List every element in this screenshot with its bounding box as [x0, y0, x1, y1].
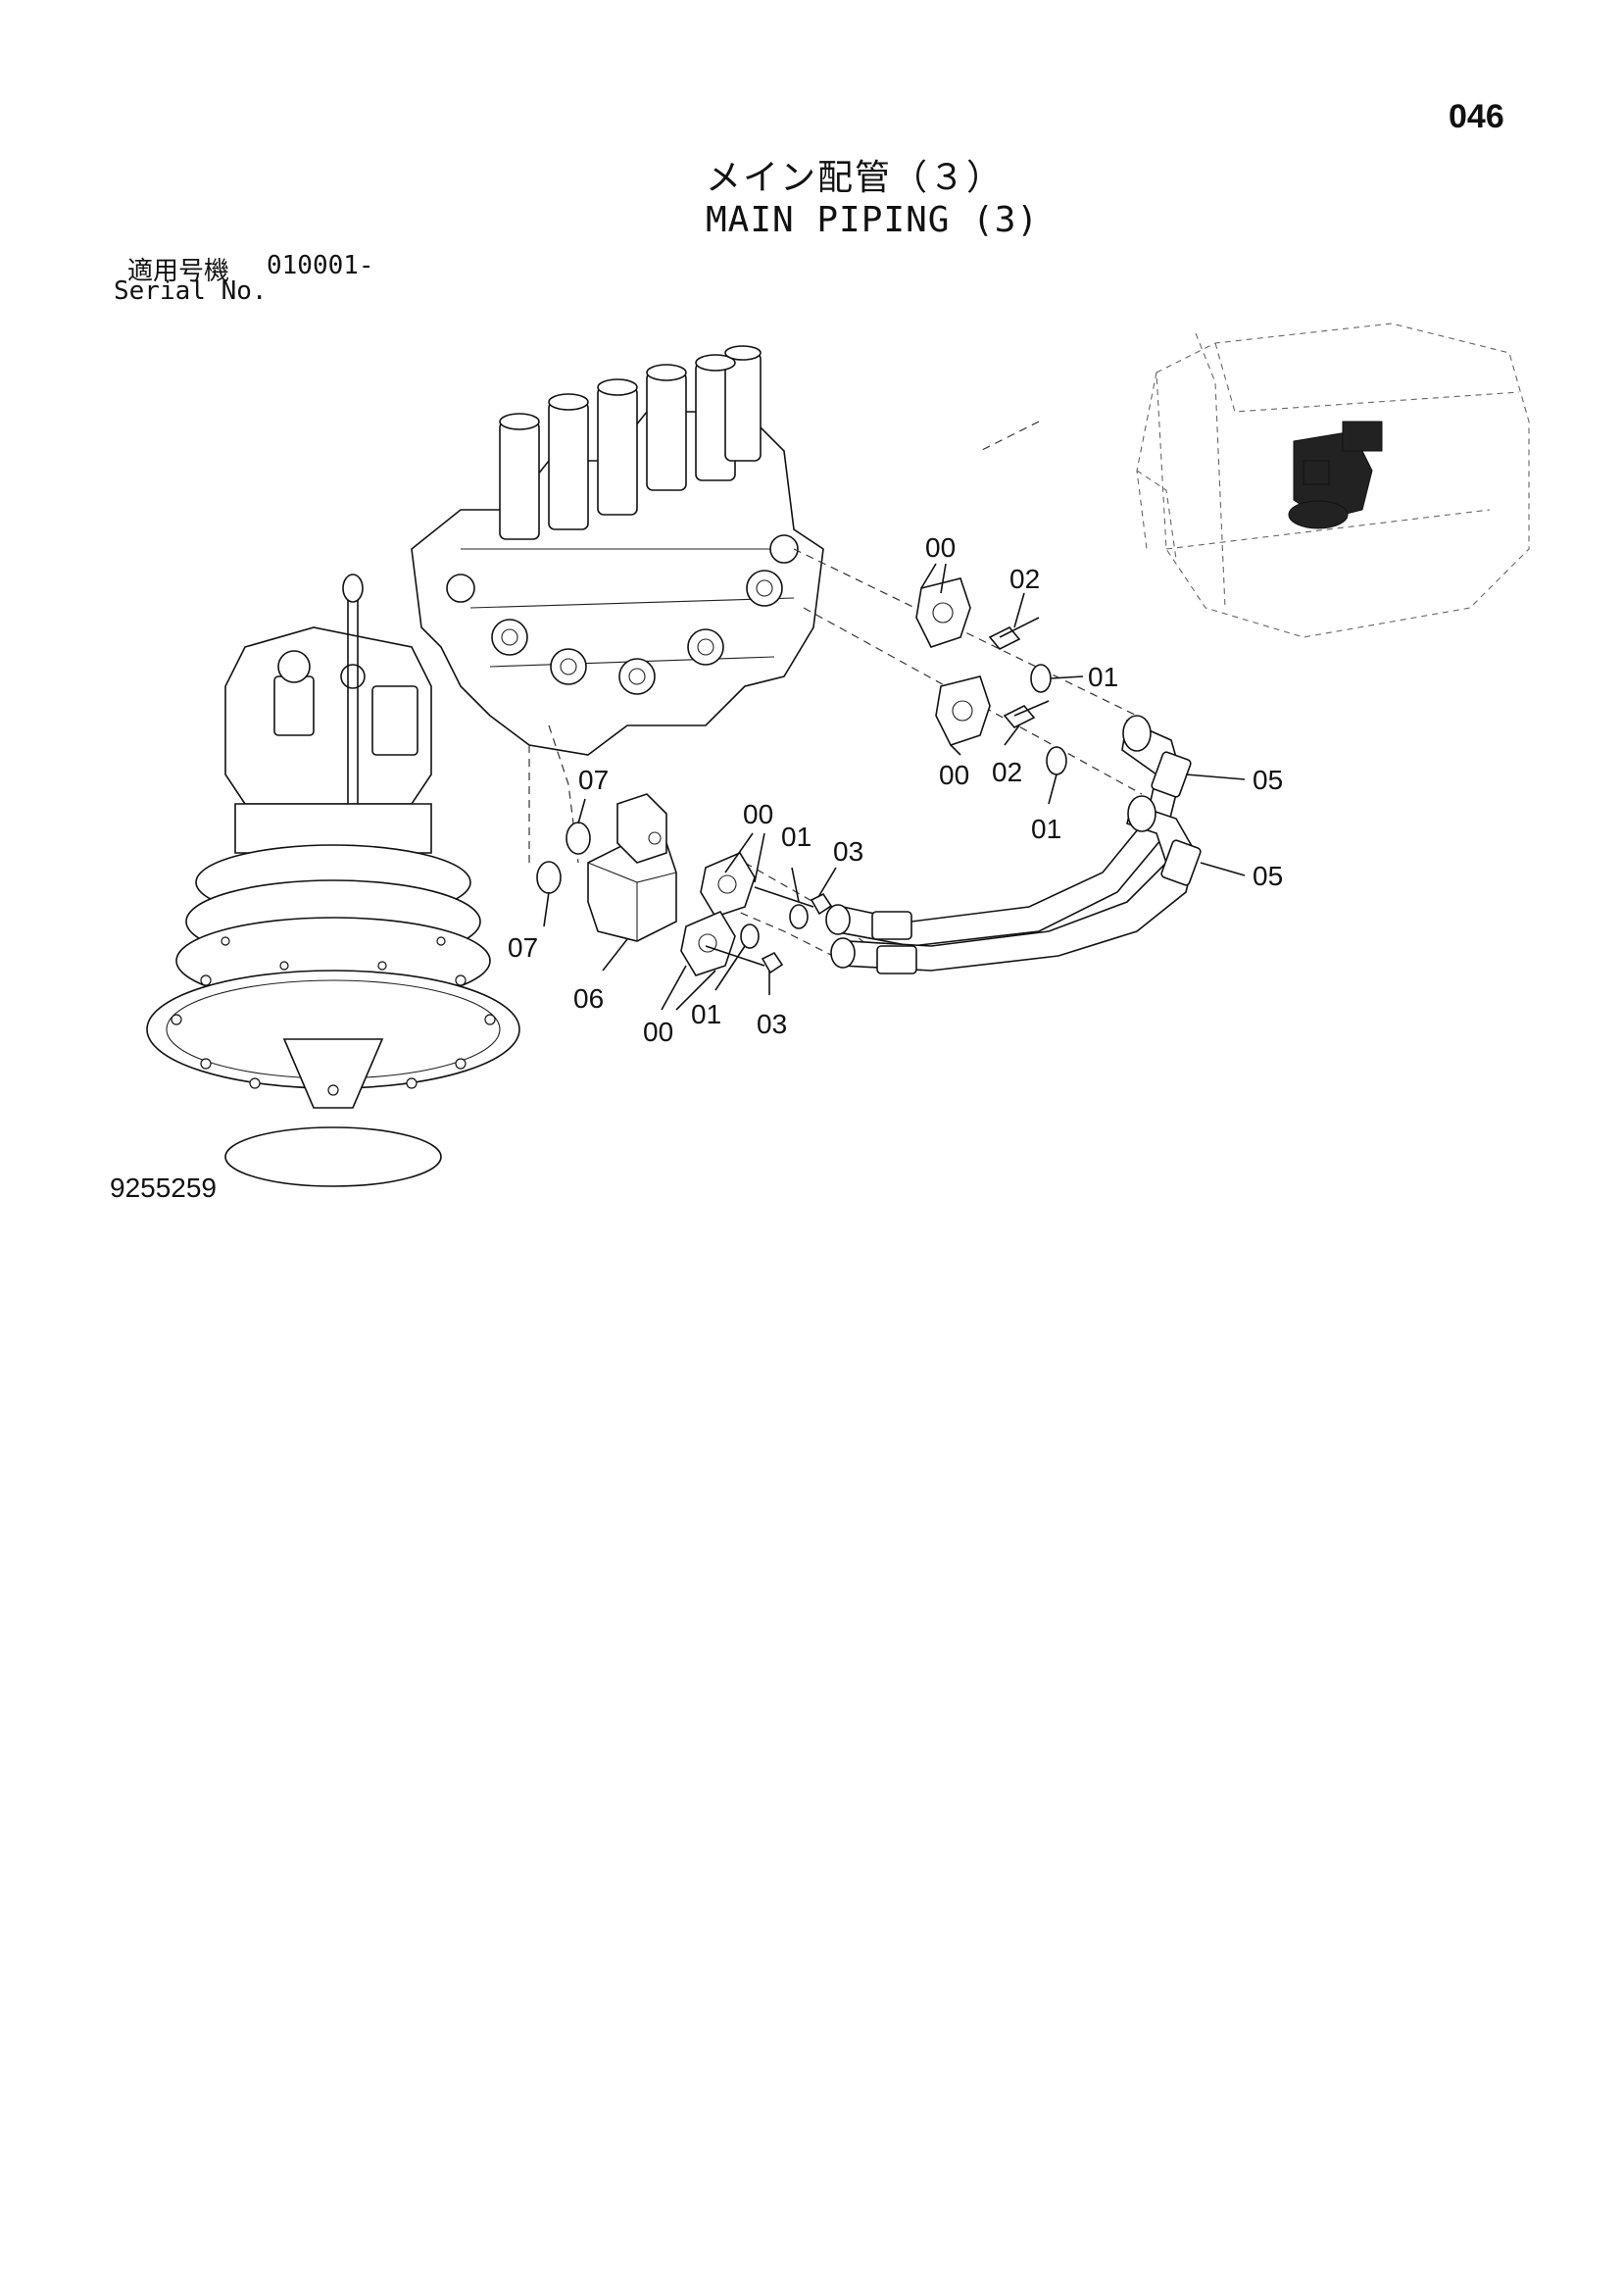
upper-fitting-group [915, 577, 1067, 775]
serial-number-value: 010001- [267, 251, 374, 280]
callout-00: 00 [643, 1017, 673, 1047]
callout-00: 00 [939, 760, 969, 790]
control-valve [411, 345, 824, 756]
title-english: MAIN PIPING (3) [706, 200, 1040, 240]
valve-spools [499, 345, 762, 540]
callout-01: 01 [781, 822, 812, 852]
hoses [825, 715, 1202, 974]
callout-00: 00 [743, 799, 773, 829]
figure-number: 9255259 [110, 1173, 218, 1203]
callout-03: 03 [833, 836, 863, 867]
callout-01: 01 [1031, 814, 1061, 844]
callout-05: 05 [1253, 861, 1283, 891]
callout-00: 00 [925, 532, 956, 563]
callout-07: 07 [508, 932, 538, 963]
page-number: 046 [1449, 98, 1504, 135]
title-japanese: メイン配管（３） [706, 158, 1005, 198]
callout-02: 02 [1009, 564, 1040, 594]
valve-port-caps [446, 534, 799, 695]
callout-05: 05 [1253, 765, 1283, 795]
machine-overview [1136, 323, 1530, 638]
callout-06: 06 [573, 983, 604, 1014]
flange-bolts [171, 936, 496, 1096]
callout-01: 01 [691, 999, 721, 1029]
callout-labels: 00 02 01 00 02 01 05 05 07 07 00 01 03 0… [508, 532, 1283, 1047]
serial-label-english: Serial No. [114, 276, 268, 306]
highlighted-component [1288, 421, 1383, 529]
manifold-block [536, 793, 677, 942]
serial-label-japanese: 適用号機 [127, 257, 230, 286]
callout-07: 07 [578, 765, 609, 795]
callout-01: 01 [1088, 662, 1118, 692]
callout-03: 03 [757, 1009, 787, 1039]
callout-02: 02 [992, 757, 1022, 787]
swing-motor-assembly [146, 574, 520, 1187]
lower-fitting-group [680, 851, 833, 976]
callout-leaders [543, 563, 1246, 1011]
